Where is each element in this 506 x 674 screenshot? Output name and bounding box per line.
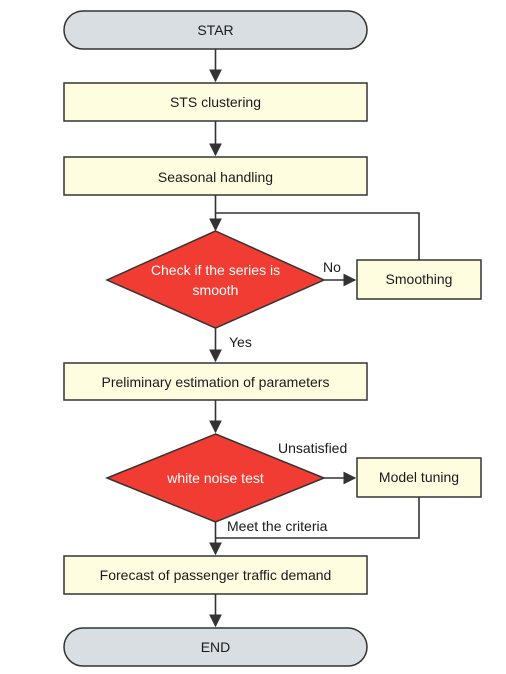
clustering-label: STS clustering bbox=[170, 94, 261, 110]
white-noise-label: white noise test bbox=[166, 470, 264, 486]
estimation-box: Preliminary estimation of parameters bbox=[63, 362, 368, 401]
start-terminal: STAR bbox=[63, 10, 368, 50]
no-label: No bbox=[323, 259, 341, 275]
model-tuning-box: Model tuning bbox=[356, 457, 482, 498]
end-label: END bbox=[201, 639, 231, 655]
loop-smoothing-return bbox=[215, 212, 420, 260]
seasonal-label: Seasonal handling bbox=[158, 169, 273, 185]
model-tuning-label: Model tuning bbox=[379, 469, 459, 485]
end-terminal: END bbox=[63, 627, 368, 667]
check-smooth-label-line1: Check if the series is bbox=[151, 262, 280, 278]
seasonal-box: Seasonal handling bbox=[63, 156, 368, 196]
yes-label: Yes bbox=[229, 334, 252, 350]
meet-criteria-label: Meet the criteria bbox=[227, 518, 328, 534]
loop-tuning-return bbox=[215, 497, 420, 539]
forecast-label: Forecast of passenger traffic demand bbox=[100, 567, 332, 583]
start-label: STAR bbox=[197, 22, 233, 38]
estimation-label: Preliminary estimation of parameters bbox=[102, 374, 330, 390]
smoothing-box: Smoothing bbox=[356, 259, 482, 300]
unsatisfied-label: Unsatisfied bbox=[278, 440, 347, 456]
check-smooth-decision: Check if the series is smooth bbox=[105, 230, 326, 329]
clustering-box: STS clustering bbox=[63, 82, 368, 122]
forecast-box: Forecast of passenger traffic demand bbox=[63, 555, 368, 595]
smoothing-label: Smoothing bbox=[386, 271, 453, 287]
check-smooth-label-line2: smooth bbox=[193, 282, 239, 298]
